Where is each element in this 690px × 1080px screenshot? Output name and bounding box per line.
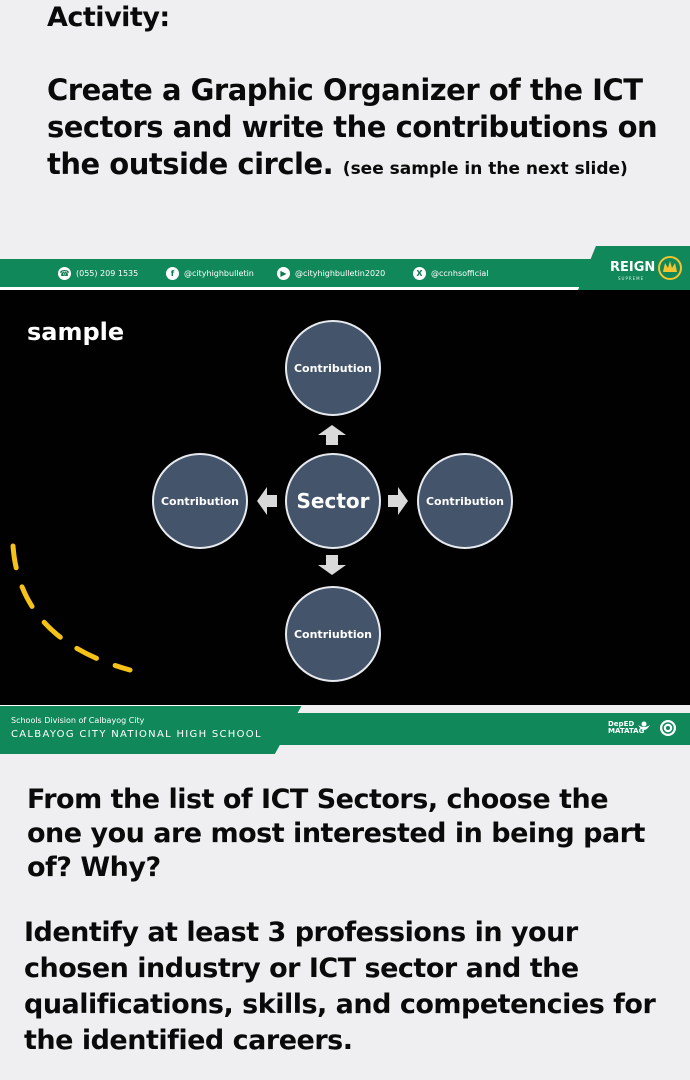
arrow-up-icon xyxy=(318,425,346,445)
contact-text: @ccnhsofficial xyxy=(431,268,489,278)
question-interest: From the list of ICT Sectors, choose the… xyxy=(27,784,645,883)
school-name: CALBAYOG CITY NATIONAL HIGH SCHOOL xyxy=(11,729,262,740)
contact-text: (055) 209 1535 xyxy=(76,268,139,278)
division-name: Schools Division of Calbayog City xyxy=(11,716,145,725)
facebook-icon: f xyxy=(166,266,179,280)
activity-instruction: Create a Graphic Organizer of the ICT se… xyxy=(47,72,677,188)
brand-tagline: SUPREME xyxy=(618,276,645,281)
contact-facebook: f @cityhighbulletin xyxy=(166,265,254,281)
phone-icon: ☎ xyxy=(58,266,71,280)
x-icon: X xyxy=(413,266,426,280)
arrow-left-icon xyxy=(257,487,277,515)
instruction-note: (see sample in the next slide) xyxy=(342,159,628,179)
contact-text: @cityhighbulletin xyxy=(184,268,254,278)
slide-header-bar: ☎ (055) 209 1535 f @cityhighbulletin ▶ @… xyxy=(0,259,690,290)
sample-slide: ☎ (055) 209 1535 f @cityhighbulletin ▶ @… xyxy=(0,246,690,754)
school-seal-icon xyxy=(660,720,676,736)
brand-tab: REIGN SUPREME xyxy=(578,246,690,290)
activity-title: Activity: xyxy=(47,2,170,33)
circle-contribution-bottom: Contriubtion xyxy=(285,586,381,682)
circle-contribution-left: Contribution xyxy=(152,453,248,549)
contact-youtube: ▶ @cityhighbulletin2020 xyxy=(277,265,385,281)
arrow-down-icon xyxy=(318,555,346,575)
brand-name: REIGN xyxy=(610,260,656,275)
question-professions: Identify at least 3 professions in your … xyxy=(24,917,656,1056)
decorative-dashes xyxy=(10,543,133,673)
deped-logo: DepED MATATAG xyxy=(608,720,645,735)
circle-contribution-right: Contribution xyxy=(417,453,513,549)
slide-content: sample Contribution Sector Contribution … xyxy=(0,290,690,705)
youtube-icon: ▶ xyxy=(277,266,290,280)
hands-logo-icon xyxy=(638,721,650,730)
sample-label: sample xyxy=(27,318,125,346)
contact-x: X @ccnhsofficial xyxy=(413,265,488,281)
crown-icon xyxy=(658,256,682,280)
circle-sector: Sector xyxy=(285,453,381,549)
circle-contribution-top: Contribution xyxy=(285,320,381,416)
school-tab: Schools Division of Calbayog City CALBAY… xyxy=(0,705,302,754)
contact-text: @cityhighbulletin2020 xyxy=(295,268,386,278)
instruction-text: Create a Graphic Organizer of the ICT se… xyxy=(47,73,658,181)
arrow-right-icon xyxy=(388,487,408,515)
contact-phone: ☎ (055) 209 1535 xyxy=(58,265,138,281)
